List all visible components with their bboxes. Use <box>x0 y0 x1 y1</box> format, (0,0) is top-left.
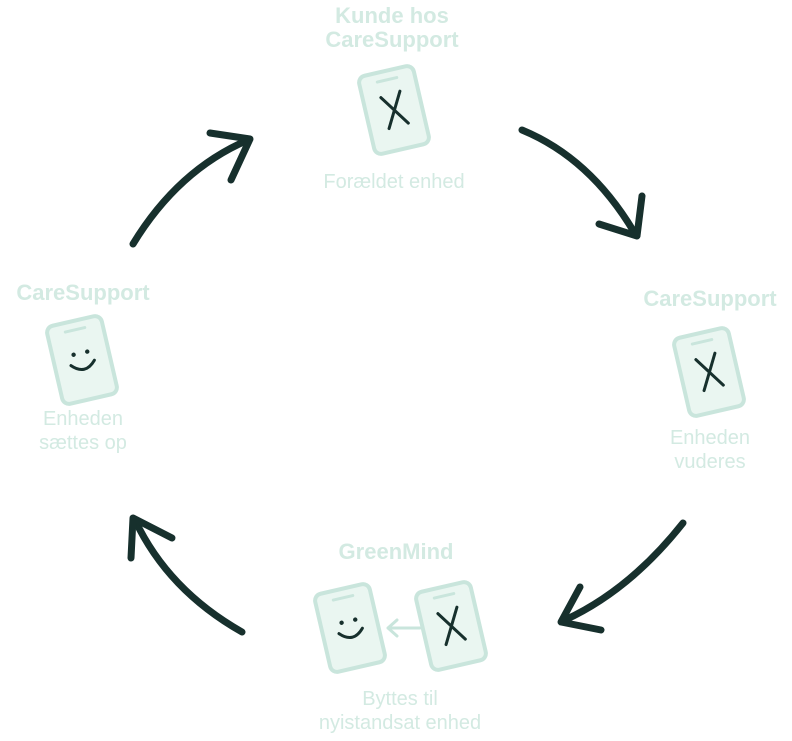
broken-phone-icon <box>355 62 433 158</box>
stage-caption-right: Enheden vuderes <box>669 427 751 473</box>
arrow-top-left <box>129 129 254 248</box>
arrow-bottom-right <box>557 519 687 634</box>
stage-caption-bottom: Byttes til nyistandsat enhed <box>318 688 482 734</box>
stage-title-bottom: GreenMind <box>338 539 454 564</box>
happy-phone-icon <box>311 580 389 676</box>
stage-caption-top: Forældet enhed <box>323 171 465 193</box>
stage-title-left: CareSupport <box>16 280 150 305</box>
arrow-top-right <box>518 126 646 240</box>
stage-caption-left: Enheden sættes op <box>39 408 127 454</box>
arrow-bottom-left <box>127 514 246 636</box>
broken-phone-icon <box>670 324 748 420</box>
stage-title-right: CareSupport <box>643 286 777 311</box>
stage-title-top: Kunde hos CareSupport <box>325 3 459 52</box>
broken-phone-icon <box>412 578 490 674</box>
left-arrow-icon <box>386 618 422 638</box>
happy-phone-icon <box>43 312 121 408</box>
